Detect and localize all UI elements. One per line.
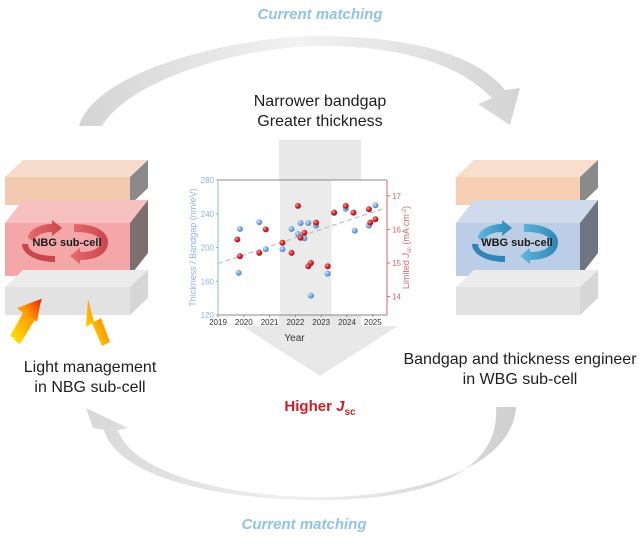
left-y-tick-label: 160 xyxy=(201,277,215,286)
right-y-tick-label: 15 xyxy=(392,259,401,268)
thickness-bandgap-point xyxy=(235,269,242,276)
limited-jsc-point xyxy=(262,226,269,233)
wbg-cell-label: WBG sub-cell xyxy=(481,237,553,249)
left-y-tick-label: 120 xyxy=(201,311,215,320)
highlight-band xyxy=(279,180,332,315)
nbg-stack: NBG sub-cell xyxy=(5,160,148,315)
limited-jsc-point xyxy=(365,206,372,213)
top-current-matching-label: Current matching xyxy=(257,6,383,23)
thickness-bandgap-point xyxy=(305,220,312,227)
thickness-bandgap-point xyxy=(262,246,269,253)
trend-line xyxy=(217,208,384,265)
left-y-axis-label: Thickness / Bandgap (nm/eV) xyxy=(188,188,198,307)
bandgap-thickness-text: Bandgap and thickness engineer xyxy=(403,351,637,368)
right-caption: Bandgap and thickness engineer in WBG su… xyxy=(400,350,640,390)
nbg-cycle-arrow-icon xyxy=(22,220,108,264)
thickness-bandgap-point xyxy=(288,225,295,232)
limited-jsc-point xyxy=(372,216,379,223)
x-tick-label: 2023 xyxy=(312,318,330,327)
limited-jsc-point xyxy=(301,229,308,236)
thickness-bandgap-point xyxy=(297,220,304,227)
light-arrow-icon-left xyxy=(10,299,41,340)
right-y-axis-label: Limited Jsc (mA cm-2) xyxy=(401,206,413,289)
in-wbg-subcell-text: in WBG sub-cell xyxy=(462,371,578,388)
nbg-top-layer xyxy=(5,160,148,205)
greater-thickness-text: Greater thickness xyxy=(257,113,383,130)
x-tick-label: 2024 xyxy=(338,318,356,327)
limited-jsc-point xyxy=(313,219,320,226)
x-tick-label: 2019 xyxy=(209,318,227,327)
limited-jsc-point xyxy=(342,202,349,209)
thickness-bandgap-point xyxy=(372,202,379,209)
limited-jsc-point xyxy=(324,263,331,270)
right-y-tick-label: 14 xyxy=(392,293,401,302)
narrower-bandgap-text: Narrower bandgap xyxy=(253,93,387,110)
nbg-cell-label: NBG sub-cell xyxy=(32,237,101,249)
limited-jsc-point xyxy=(307,259,314,266)
thickness-bandgap-point xyxy=(256,219,263,226)
in-nbg-subcell-text: in NBG sub-cell xyxy=(34,379,146,396)
limited-jsc-point xyxy=(294,202,301,209)
x-tick-label: 2021 xyxy=(261,318,279,327)
thickness-bandgap-point xyxy=(324,270,331,277)
limited-jsc-point xyxy=(236,253,243,260)
center-top-caption: Narrower bandgap Greater thickness xyxy=(220,92,420,132)
right-y-tick-label: 16 xyxy=(392,225,401,234)
right-y-tick-label: 17 xyxy=(392,192,401,201)
wbg-sub-cell-block xyxy=(456,200,598,276)
bottom-current-matching-label: Current matching xyxy=(241,516,367,533)
wbg-stack: WBG sub-cell xyxy=(456,160,598,315)
wbg-top-layer xyxy=(456,160,598,205)
limited-jsc-point xyxy=(297,234,304,241)
limited-jsc-point xyxy=(279,239,286,246)
light-arrow-icon-right xyxy=(86,299,110,346)
limited-jsc-point xyxy=(256,249,263,256)
x-tick-label: 2022 xyxy=(287,318,305,327)
limited-jsc-point xyxy=(288,249,295,256)
limited-jsc-point xyxy=(350,209,357,216)
wbg-bottom-layer xyxy=(456,270,598,315)
light-management-text: Light management xyxy=(23,359,157,376)
left-y-tick-label: 200 xyxy=(201,244,215,253)
limited-jsc-point xyxy=(367,219,374,226)
x-tick-label: 2025 xyxy=(364,318,382,327)
light-arrows xyxy=(10,298,110,346)
thickness-bandgap-point xyxy=(351,227,358,234)
thickness-bandgap-point xyxy=(307,292,314,299)
x-axis-label: Year xyxy=(284,333,305,344)
thickness-bandgap-point xyxy=(236,225,243,232)
left-y-tick-label: 280 xyxy=(201,176,215,185)
left-caption: Light management in NBG sub-cell xyxy=(0,358,180,398)
limited-jsc-point xyxy=(331,209,338,216)
thickness-bandgap-point xyxy=(279,246,286,253)
left-y-tick-label: 240 xyxy=(201,210,215,219)
wbg-cycle-arrow-icon xyxy=(472,220,558,264)
limited-jsc-point xyxy=(234,236,241,243)
higher-jsc-label: Higher Jsc xyxy=(284,398,356,418)
top-cycle-arrow xyxy=(79,35,520,126)
x-tick-label: 2020 xyxy=(235,318,253,327)
